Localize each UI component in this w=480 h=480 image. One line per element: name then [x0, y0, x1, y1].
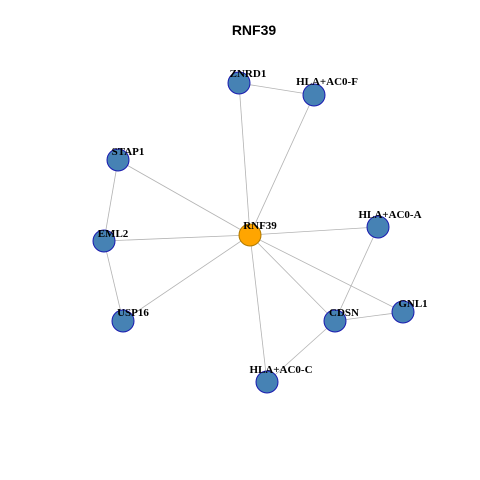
node-rnf39: RNF39	[238, 220, 277, 247]
node-label: EML2	[98, 228, 129, 240]
node-circle	[227, 71, 251, 95]
node-eml2: EML2	[92, 228, 129, 253]
edge-rnf39-usp16	[122, 234, 251, 322]
node-label: CDSN	[329, 307, 359, 319]
node-circle	[255, 370, 279, 394]
node-label: HLA+AC0-F	[296, 76, 358, 88]
node-circle	[106, 148, 130, 172]
node-label: GNL1	[398, 298, 427, 310]
node-hla-a: HLA+AC0-A	[358, 209, 422, 239]
node-stap1: STAP1	[106, 146, 145, 172]
node-label: STAP1	[112, 146, 145, 158]
node-znrd1: ZNRD1	[227, 68, 267, 95]
edge-rnf39-hla_a	[249, 226, 379, 236]
edge-znrd1-hla_f	[238, 82, 315, 96]
node-circle	[323, 309, 347, 333]
edge-rnf39-stap1	[117, 159, 251, 236]
node-cdsn: CDSN	[323, 307, 359, 333]
node-gnl1: GNL1	[391, 298, 428, 324]
diagram-title: RNF39	[232, 22, 277, 38]
node-circle	[111, 309, 135, 333]
node-circle	[238, 223, 262, 247]
edge-rnf39-znrd1	[238, 82, 251, 236]
node-label: HLA+AC0-C	[249, 364, 312, 376]
node-hla-f: HLA+AC0-F	[296, 76, 358, 107]
node-circle	[391, 300, 415, 324]
node-label: USP16	[117, 307, 149, 319]
edge-rnf39-hla_c	[249, 234, 268, 383]
node-circle	[302, 83, 326, 107]
edge-rnf39-eml2	[103, 234, 251, 242]
edge-rnf39-gnl1	[249, 234, 404, 313]
node-usp16: USP16	[111, 307, 149, 333]
node-circle	[366, 215, 390, 239]
node-layer: RNF39ZNRD1HLA+AC0-FSTAP1EML2USP16HLA+AC0…	[92, 68, 428, 394]
node-circle	[92, 229, 116, 253]
node-label: RNF39	[243, 220, 277, 232]
node-hla-c: HLA+AC0-C	[249, 364, 313, 394]
edge-stap1-eml2	[103, 159, 119, 242]
edge-cdsn-hla_c	[266, 320, 336, 383]
node-label: HLA+AC0-A	[358, 209, 421, 221]
edge-eml2-usp16	[103, 240, 124, 322]
edge-hla_a-cdsn	[334, 226, 379, 322]
edge-rnf39-cdsn	[249, 234, 336, 322]
node-label: ZNRD1	[230, 68, 267, 80]
edge-rnf39-hla_f	[249, 94, 315, 236]
